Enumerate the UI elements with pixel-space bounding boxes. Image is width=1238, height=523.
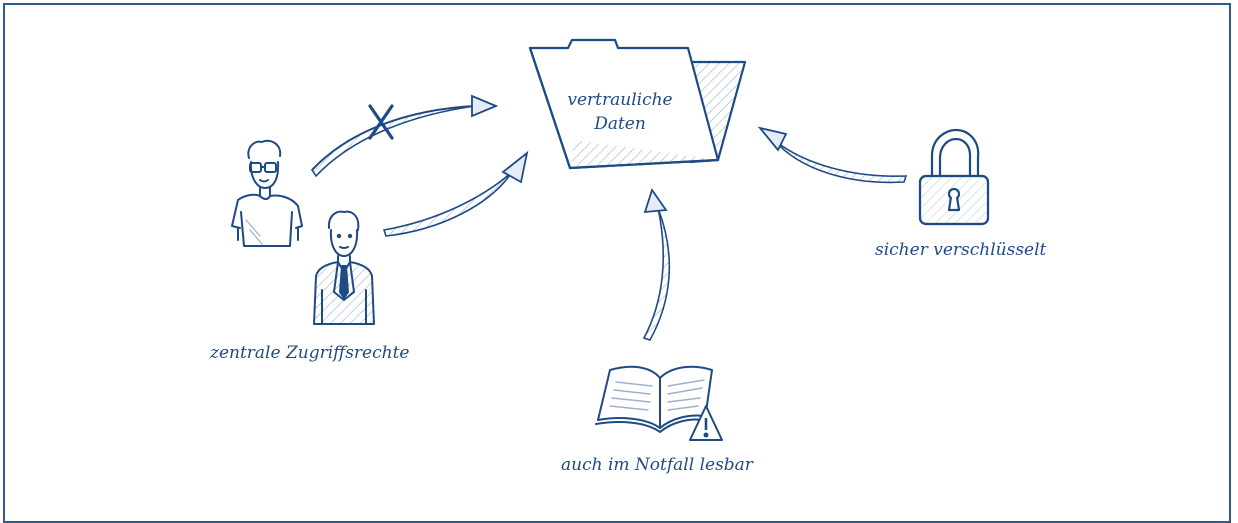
folder-icon <box>528 38 747 170</box>
person-suit-icon <box>313 210 375 325</box>
padlock-icon <box>918 128 990 226</box>
label-sicher-verschluesselt: sicher verschlüsselt <box>875 240 1047 260</box>
open-book-icon <box>595 365 713 433</box>
arrow-encrypted <box>757 126 908 184</box>
arrow-blocked <box>310 94 499 178</box>
diagram-canvas <box>231 38 990 441</box>
arrow-access <box>382 150 529 237</box>
folder-label-line1: vertrauliche <box>567 90 673 110</box>
x-mark-icon <box>368 104 394 140</box>
person-glasses-icon <box>231 139 303 247</box>
folder-label-line2: Daten <box>594 114 646 134</box>
warning-triangle-icon <box>689 405 723 441</box>
label-zentrale-zugriffsrechte: zentrale Zugriffsrechte <box>210 343 410 363</box>
label-auch-im-notfall-lesbar: auch im Notfall lesbar <box>561 455 753 475</box>
folder-label: vertrauliche Daten <box>560 88 680 136</box>
arrow-emergency <box>642 187 671 341</box>
